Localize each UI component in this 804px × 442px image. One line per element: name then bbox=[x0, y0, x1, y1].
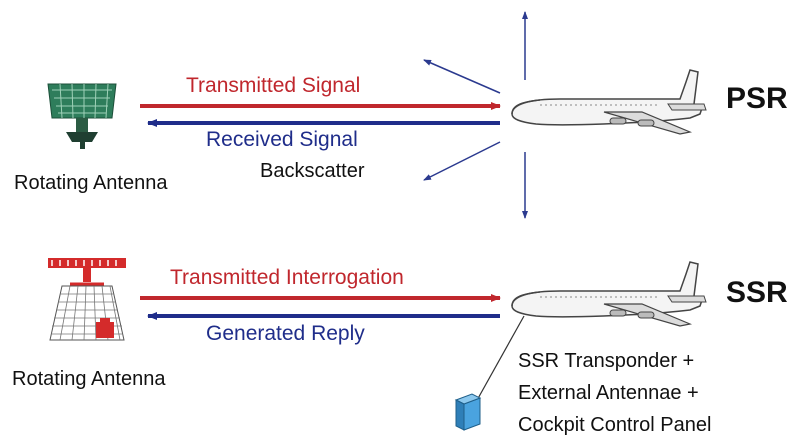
ssr-title: SSR bbox=[726, 276, 788, 309]
backscatter-arrows bbox=[423, 11, 528, 219]
psr-received-label: Received Signal bbox=[206, 128, 358, 151]
ssr-reply-label: Generated Reply bbox=[206, 322, 365, 345]
psr-antenna-icon bbox=[47, 83, 117, 149]
ssr-transmitted-label: Transmitted Interrogation bbox=[170, 266, 404, 289]
ssr-antenna-label: Rotating Antenna bbox=[12, 368, 166, 390]
psr-transmitted-label: Transmitted Signal bbox=[186, 74, 361, 97]
psr-title: PSR bbox=[726, 82, 788, 115]
transponder-line-1: SSR Transponder + bbox=[518, 350, 695, 372]
transponder-line-2: External Antennae + bbox=[518, 382, 699, 404]
transponder-box-icon bbox=[454, 393, 482, 431]
psr-airplane-icon bbox=[511, 69, 707, 135]
transponder-line-3: Cockpit Control Panel bbox=[518, 414, 712, 436]
backscatter-label: Backscatter bbox=[260, 160, 365, 182]
transponder-connector bbox=[475, 315, 525, 403]
ssr-airplane-icon bbox=[511, 261, 707, 327]
ssr-antenna-icon bbox=[48, 258, 126, 341]
psr-antenna-label: Rotating Antenna bbox=[14, 172, 168, 194]
